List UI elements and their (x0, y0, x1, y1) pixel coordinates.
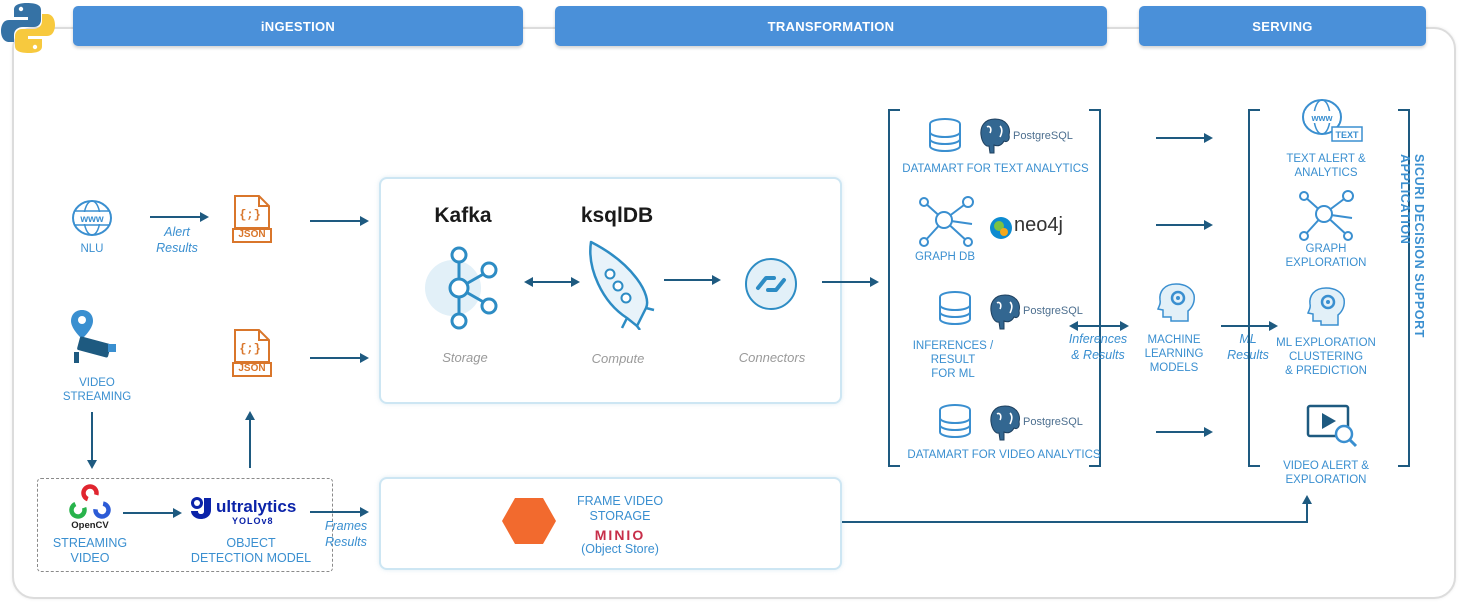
object-store-label: (Object Store) (581, 542, 659, 556)
neo4j-text: neo4j (1014, 214, 1063, 236)
datamart-bracket (888, 109, 1101, 467)
database-icon (939, 291, 971, 326)
alert-results-label: Alert Results (156, 225, 198, 255)
datamart-text-analytics-label: DATAMART FOR TEXT ANALYTICS (902, 163, 1089, 175)
minio-logo-text: MINIO (594, 527, 646, 543)
www-text-icon: www TEXT (1302, 99, 1363, 142)
ml-head-brain-icon (1307, 287, 1345, 326)
transformation-header: TRANSFORMATION (555, 6, 1107, 46)
serving-bracket (1248, 109, 1410, 467)
www-globe-icon: www (72, 200, 112, 236)
svg-text:{;}: {;} (239, 342, 261, 356)
arrow-text-analytics-serving (1156, 133, 1213, 143)
arrow-nlu-json (150, 212, 209, 222)
graph-exploration-label: GRAPH EXPLORATION (1285, 243, 1367, 269)
arrow-yolo-minio (310, 507, 369, 517)
ml-exploration-label: ML EXPLORATION CLUSTERING & PREDICTION (1276, 337, 1376, 377)
compute-label: Compute (591, 351, 645, 366)
json-file-icon: {;} (232, 329, 272, 377)
svg-text:{;}: {;} (239, 208, 261, 222)
opencv-logo-icon (69, 484, 111, 519)
database-icon (939, 404, 971, 439)
text-badge: TEXT (1335, 130, 1359, 140)
arrow-yolo-json (245, 411, 255, 468)
neo4j-logo-icon (990, 217, 1012, 239)
ksqldb-title: ksqlDB (580, 204, 654, 227)
arrow-kafka-ksqldb-bidirectional (524, 277, 580, 287)
graph-network-icon (919, 196, 974, 247)
datamart-video-analytics-label: DATAMART FOR VIDEO ANALYTICS (907, 449, 1101, 461)
hexagon-storage-icon (502, 498, 556, 544)
inferences-results-label: Inferences & Results (1068, 332, 1128, 362)
python-logo-icon (1, 3, 55, 53)
ml-head-brain-icon (1157, 283, 1195, 322)
opencv-text: OpenCV (71, 520, 109, 531)
arrow-stream-down (87, 412, 97, 469)
arrow-ksqldb-connectors (664, 275, 721, 285)
arrow-minio-video-alert (842, 495, 1312, 523)
frame-storage-label: FRAME VIDEO STORAGE (576, 494, 664, 523)
object-detection-label: OBJECT DETECTION MODEL (190, 536, 312, 565)
graph-db-label: GRAPH DB (914, 251, 976, 263)
ultralytics-text: ultralytics (216, 497, 297, 516)
arrow-json-kafka (310, 216, 369, 226)
rocket-icon (589, 240, 655, 330)
www-text: www (79, 214, 104, 225)
ultralytics-logo-icon (191, 497, 211, 519)
yolo-text: YOLOv8 (232, 516, 274, 526)
ingestion-header: iNGESTION (73, 6, 523, 46)
sicuri-app-title: SICURI DECISION SUPPORT APPLICATION (1398, 154, 1426, 338)
postgresql-elephant-icon (990, 294, 1020, 330)
frames-results-label: Frames Results (324, 519, 368, 549)
connector-icon (745, 258, 797, 310)
postgresql-text: PostgreSQL (1023, 416, 1083, 428)
arrow-video-analytics-serving (1156, 427, 1213, 437)
json-file-icon: {;} (232, 195, 272, 243)
postgresql-elephant-icon (990, 405, 1020, 441)
video-alert-label: VIDEO ALERT & EXPLORATION (1283, 460, 1369, 486)
serving-header: SERVING (1139, 6, 1426, 46)
text-alert-label: TEXT ALERT & ANALYTICS (1286, 153, 1366, 179)
frame-storage-box (379, 477, 842, 570)
arrow-connectors-datamarts (822, 277, 879, 287)
postgresql-text: PostgreSQL (1013, 130, 1073, 142)
video-play-search-icon (1306, 404, 1358, 448)
arrow-ml-serving (1221, 321, 1278, 331)
kafka-logo-icon (425, 246, 498, 330)
storage-label: Storage (442, 350, 488, 365)
postgresql-text: PostgreSQL (1023, 305, 1083, 317)
connectors-label: Connectors (738, 350, 806, 365)
security-camera-icon (71, 310, 116, 363)
ml-models-label: MACHINE LEARNING MODELS (1144, 334, 1204, 374)
www-text: www (1310, 113, 1333, 123)
postgresql-elephant-icon (980, 118, 1010, 154)
streaming-video-label: STREAMING VIDEO (52, 536, 128, 565)
video-streaming-label: VIDEO STREAMING (62, 377, 132, 403)
object-detection-group (37, 478, 333, 572)
database-icon (929, 118, 961, 153)
json-label: JSON (238, 363, 266, 374)
arrow-json-kafka (310, 353, 369, 363)
arrow-graph-serving (1156, 220, 1213, 230)
kafka-title: Kafka (434, 204, 492, 227)
graph-network-icon (1299, 190, 1354, 241)
inferences-ml-label: INFERENCES / RESULT FOR ML (912, 340, 994, 380)
nlu-label: NLU (80, 243, 104, 255)
json-label: JSON (238, 229, 266, 240)
arrow-opencv-yolo (123, 508, 182, 518)
arrow-inferences-bidirectional (1069, 321, 1129, 331)
